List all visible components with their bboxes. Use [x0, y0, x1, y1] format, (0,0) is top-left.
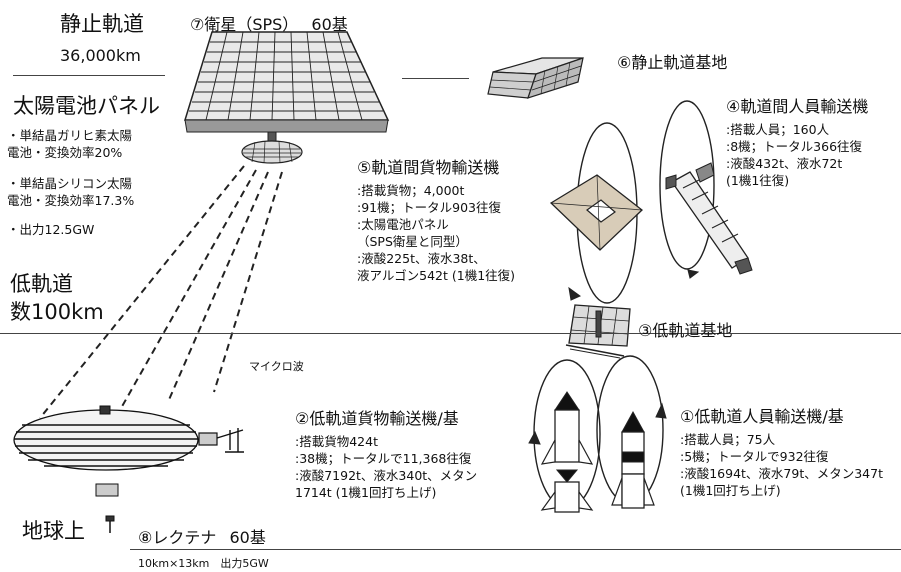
- leo-cargo-line-3: :液酸7192t、液水340t、メタン: [295, 468, 478, 483]
- leo-crew-line-1: :搭載人員；75人: [680, 432, 776, 447]
- leo-divider: [0, 333, 901, 334]
- crew-ot-line-3: :液酸432t、液水72t: [726, 156, 843, 171]
- leo-base-title: ③低軌道基地: [638, 321, 733, 340]
- geo-altitude: 36,000km: [60, 46, 141, 65]
- geo-orbit-label: 静止軌道: [60, 12, 144, 36]
- geo-base-illustration: [487, 57, 584, 99]
- leo-crew-line-3: :液酸1694t、液水79t、メタン347t: [680, 466, 883, 481]
- sps-count: 60基: [311, 15, 348, 34]
- leo-crew-block: ①低軌道人員輸送機/基 :搭載人員；75人 :5機；トータルで932往復 :液酸…: [680, 403, 883, 499]
- leo-orbit-label: 低軌道: [10, 272, 73, 296]
- solar-panel-spec-4: 電池・変換効率17.3%: [7, 193, 135, 208]
- ground-divider: [130, 549, 901, 550]
- solar-panel-heading: 太陽電池パネル: [13, 94, 160, 118]
- sps-satellite-illustration: [183, 31, 390, 164]
- cargo-ot-line-2: :91機；トータル903往復: [357, 200, 501, 215]
- leo-cargo-line-1: :搭載貨物424t: [295, 434, 378, 449]
- sps-title: ⑦衛星（SPS） 60基: [190, 11, 348, 35]
- leo-cargo-block: ②低軌道貨物輸送機/基 :搭載貨物424t :38機；トータルで11,368往復…: [295, 405, 477, 501]
- cargo-ot-line-3: :太陽電池パネル: [357, 217, 449, 232]
- crew-ot-illustration: [659, 100, 753, 279]
- geo-divider-left: [13, 75, 165, 76]
- leo-cargo-vehicle-illustration: [528, 359, 601, 513]
- leo-cargo-line-2: :38機；トータルで11,368往復: [295, 451, 472, 466]
- microwave-label: マイクロ波: [249, 360, 304, 373]
- cargo-ot-line-4: （SPS衛星と同型）: [357, 234, 468, 249]
- cargo-ot-illustration: [549, 122, 643, 304]
- rectenna-count: 60基: [229, 528, 266, 547]
- leo-base-illustration: [565, 304, 631, 359]
- cargo-ot-block: ⑤軌道間貨物輸送機 :搭載貨物；4,000t :91機；トータル903往復 :太…: [357, 154, 515, 284]
- cargo-ot-title: ⑤軌道間貨物輸送機: [357, 158, 500, 177]
- rectenna-title: ⑧レクテナ 60基: [138, 524, 266, 548]
- leo-crew-line-2: :5機；トータルで932往復: [680, 449, 829, 464]
- crew-ot-line-4: (1機1往復): [726, 173, 790, 188]
- leo-crew-title: ①低軌道人員輸送機/基: [680, 407, 844, 426]
- solar-panel-spec-5: ・出力12.5GW: [7, 222, 95, 237]
- cargo-ot-line-1: :搭載貨物；4,000t: [357, 183, 465, 198]
- leo-crew-line-4: (1機1回打ち上げ): [680, 483, 781, 498]
- rectenna-title-text: ⑧レクテナ: [138, 528, 217, 547]
- leo-cargo-title: ②低軌道貨物輸送機/基: [295, 409, 459, 428]
- solar-panel-spec-3: ・単結晶シリコン太陽: [7, 176, 133, 191]
- microwave-beams: [39, 165, 283, 419]
- crew-ot-line-2: :8機；トータル366往復: [726, 139, 863, 154]
- sps-title-text: ⑦衛星（SPS）: [190, 15, 299, 34]
- leo-cargo-line-4: 1714t (1機1回打ち上げ): [295, 485, 437, 500]
- solar-panel-spec-2: 電池・変換効率20%: [7, 145, 123, 160]
- solar-panel-spec-1: ・単結晶ガリヒ素太陽: [7, 128, 133, 143]
- crew-ot-block: ④軌道間人員輸送機 :搭載人員；160人 :8機；トータル366往復 :液酸43…: [726, 93, 868, 189]
- cargo-ot-line-6: 液アルゴン542t (1機1往復): [357, 268, 516, 283]
- cargo-ot-line-5: :液酸225t、液水38t、: [357, 251, 486, 266]
- geo-divider-right: [402, 78, 469, 79]
- ground-label: 地球上: [22, 519, 85, 543]
- leo-altitude: 数100km: [10, 300, 104, 324]
- leo-crew-vehicle-illustration: [596, 355, 667, 509]
- rectenna-illustration: [13, 405, 244, 533]
- crew-ot-line-1: :搭載人員；160人: [726, 122, 830, 137]
- rectenna-spec: 10km×13km 出力5GW: [138, 557, 269, 570]
- crew-ot-title: ④軌道間人員輸送機: [726, 97, 869, 116]
- geo-base-title: ⑥静止軌道基地: [617, 53, 728, 72]
